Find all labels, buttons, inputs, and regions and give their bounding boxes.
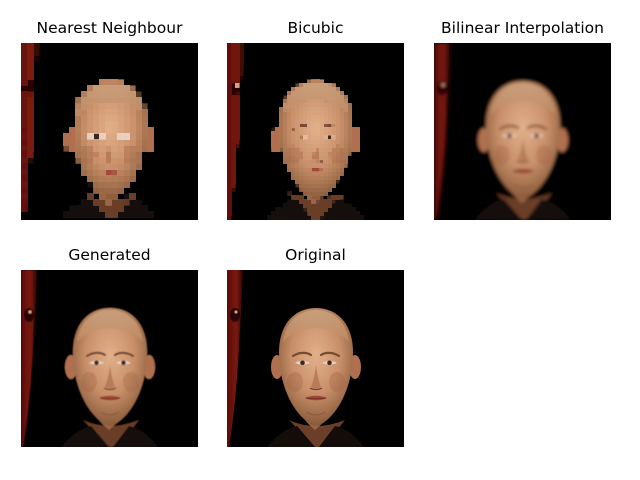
face-image bbox=[21, 43, 198, 220]
face-image bbox=[227, 43, 404, 220]
panel-title: Bilinear Interpolation bbox=[441, 19, 604, 37]
face-image bbox=[227, 270, 404, 447]
panel-title: Bicubic bbox=[287, 19, 344, 37]
panel-title: Nearest Neighbour bbox=[36, 19, 183, 37]
panel-title: Original bbox=[285, 246, 346, 264]
face-image bbox=[21, 270, 198, 447]
panel-title: Generated bbox=[68, 246, 151, 264]
face-image bbox=[434, 43, 611, 220]
